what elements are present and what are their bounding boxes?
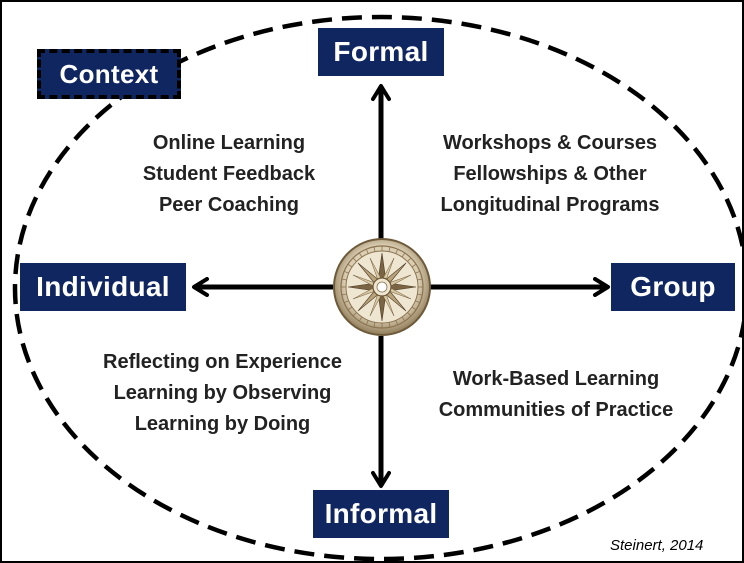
quadrant-top-right: Workshops & Courses Fellowships & Other … [400,128,700,221]
quadrant-line: Online Learning [152,132,306,154]
quadrant-line: Workshops & Courses [442,132,658,154]
quadrant-line: Learning by Observing [113,382,332,404]
quadrant-line: Student Feedback [142,163,316,185]
label-context: Context [37,49,181,99]
quadrant-line: Work-Based Learning [452,368,660,390]
axis-arrows [192,84,610,488]
quadrant-top-left: Online Learning Student Feedback Peer Co… [95,128,363,221]
label-informal: Informal [313,490,449,538]
quadrant-line: Fellowships & Other [453,163,647,185]
quadrant-bottom-left: Reflecting on Experience Learning by Obs… [65,347,380,440]
context-ellipse [12,14,744,562]
citation: Steinert, 2014 [610,537,704,554]
label-formal: Formal [318,28,444,76]
quadrant-line: Reflecting on Experience [103,351,342,373]
quadrant-line: Longitudinal Programs [440,194,660,216]
quadrant-line: Peer Coaching [158,194,300,216]
quadrant-line: Communities of Practice [438,399,674,421]
label-individual: Individual [20,263,186,311]
quadrant-line: Learning by Doing [134,413,311,435]
compass-rose-icon [333,238,431,336]
quadrant-bottom-right: Work-Based Learning Communities of Pract… [408,364,704,426]
label-group: Group [611,263,735,311]
